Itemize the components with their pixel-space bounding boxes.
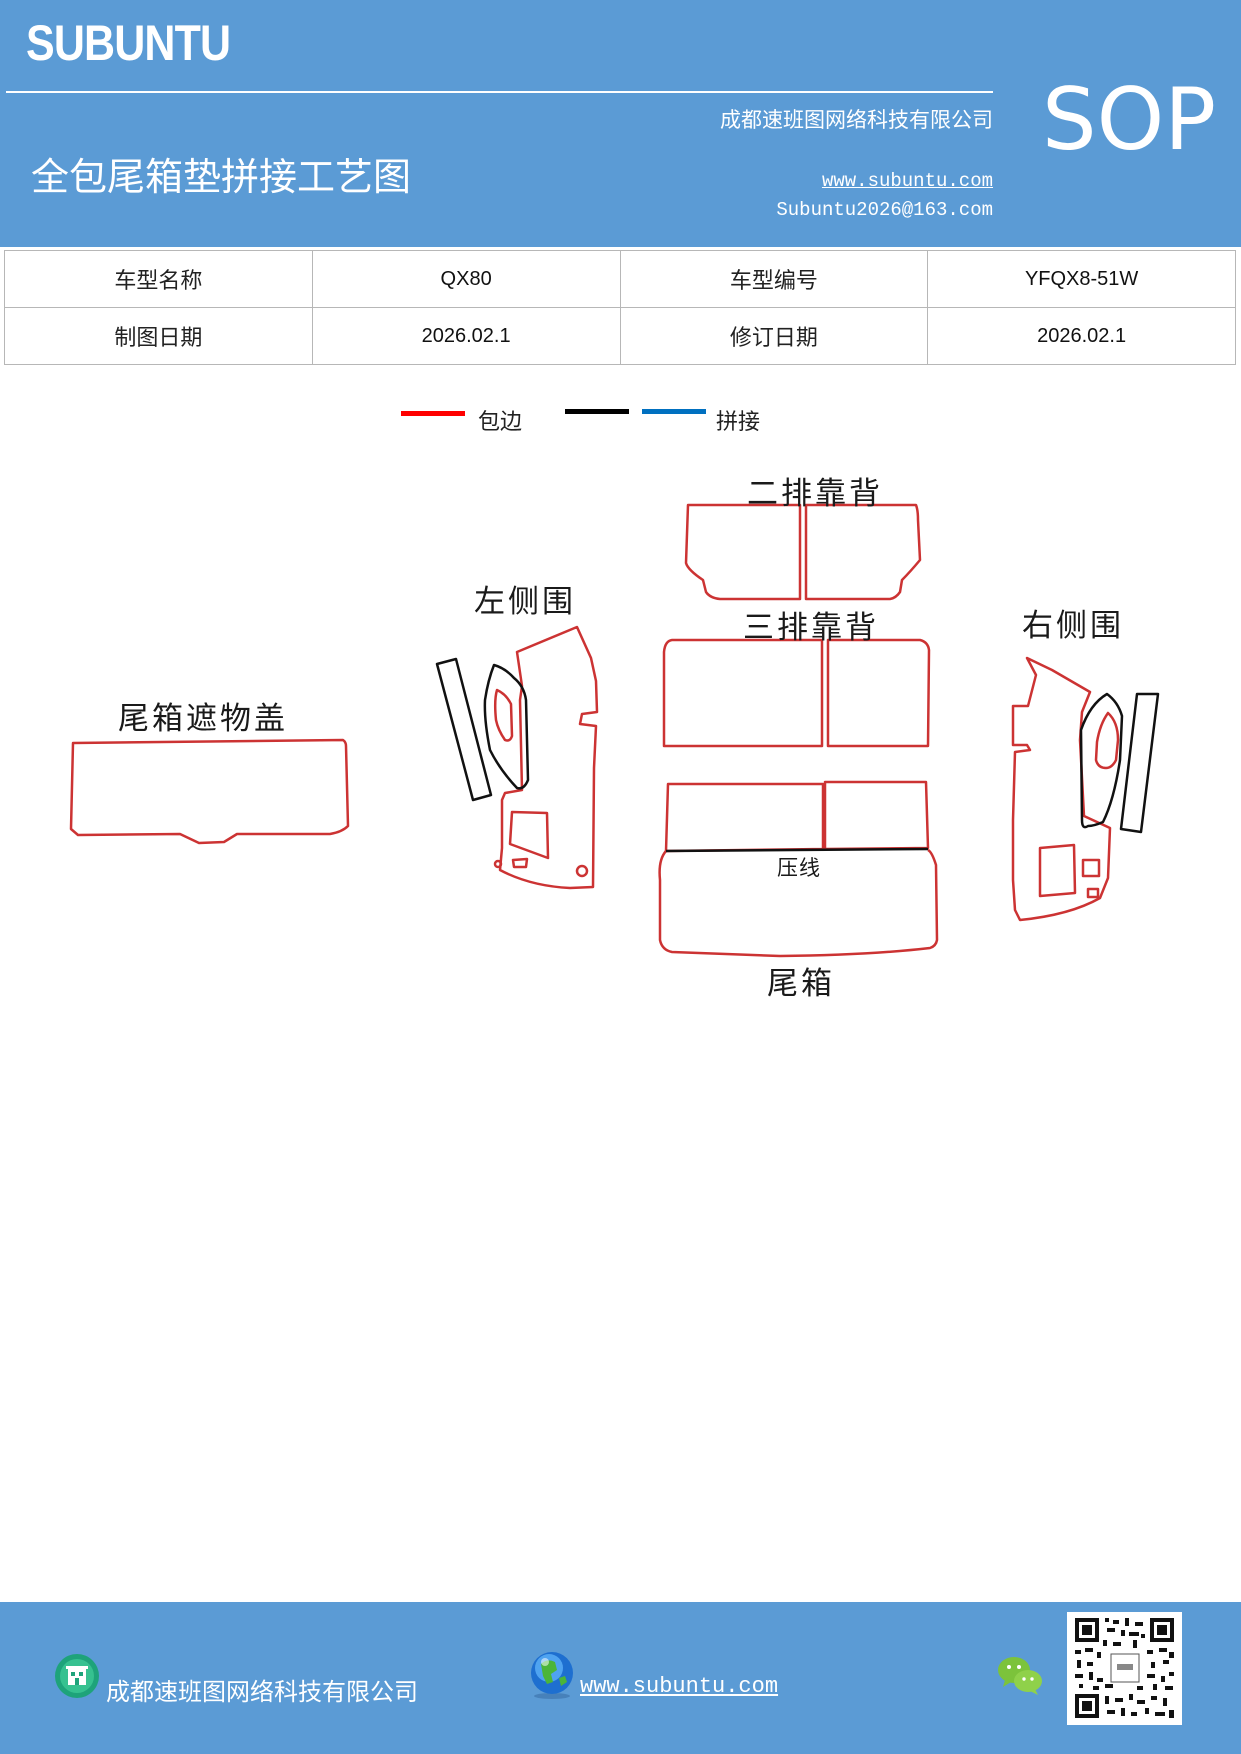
website-link[interactable]: www.subuntu.com — [821, 170, 993, 192]
legend-red-line — [401, 411, 465, 416]
brand-logo: SUBUNTU — [26, 15, 231, 71]
third-row-back-right — [826, 638, 931, 748]
second-row-back-left — [684, 503, 802, 601]
left-side-black-strip — [435, 657, 493, 802]
footer-company-name: 成都速班图网络科技有限公司 — [106, 1678, 418, 1706]
right-side-slot-1 — [1081, 858, 1101, 878]
legend-label-seam: 拼接 — [716, 410, 761, 435]
header-banner: SUBUNTU 成都速班图网络科技有限公司 全包尾箱垫拼接工艺图 www.sub… — [0, 0, 1241, 247]
third-row-back-label: 三排靠背 — [743, 610, 879, 646]
drawing-date-value: 2026.02.1 — [311, 307, 621, 365]
trunk-crease-line — [665, 847, 929, 853]
table-row: 制图日期 2026.02.1 修订日期 2026.02.1 — [4, 307, 1236, 365]
right-side-slot-2 — [1086, 887, 1100, 899]
building-icon — [55, 1654, 99, 1698]
right-side-window-inner — [1094, 711, 1120, 770]
second-row-back-right — [804, 503, 922, 601]
left-side-window-inner — [493, 688, 514, 742]
model-name-value: QX80 — [311, 250, 621, 308]
footer-website-link[interactable]: www.subuntu.com — [580, 1674, 779, 1699]
mat-layout-diagram — [69, 503, 1160, 958]
qr-code — [1067, 1612, 1182, 1725]
cargo-cover-label: 尾箱遮物盖 — [118, 701, 288, 737]
left-side-window-trim — [483, 663, 530, 790]
footer-banner: 成都速班图网络科技有限公司 www.subuntu.com — [0, 1602, 1241, 1754]
left-side-label: 左侧围 — [474, 584, 576, 620]
company-name: 成都速班图网络科技有限公司 — [720, 108, 993, 132]
third-row-back-left — [662, 638, 824, 748]
crease-label: 压线 — [777, 856, 821, 880]
trunk-label: 尾箱 — [767, 966, 835, 1002]
globe-icon — [531, 1652, 573, 1699]
page-title: 全包尾箱垫拼接工艺图 — [31, 155, 412, 199]
right-side-label: 右侧围 — [1022, 608, 1124, 644]
right-side-window-trim — [1079, 692, 1124, 829]
legend-black-line — [565, 409, 629, 414]
legend-label-edge: 包边 — [478, 410, 523, 435]
right-side-pocket — [1038, 843, 1077, 898]
right-side-outline — [1011, 656, 1112, 922]
legend-blue-line — [642, 409, 706, 414]
table-row: 车型名称 QX80 车型编号 YFQX8-51W — [4, 250, 1236, 308]
drawing-date-label: 制图日期 — [4, 307, 313, 365]
right-side-black-strip — [1119, 692, 1160, 834]
wechat-icon — [998, 1657, 1042, 1695]
sop-badge: SOP — [1042, 70, 1217, 170]
left-side-pocket — [508, 810, 550, 860]
trunk-upper-right — [823, 780, 930, 851]
trunk-lower — [658, 848, 939, 958]
model-name-label: 车型名称 — [4, 250, 313, 308]
model-code-label: 车型编号 — [619, 250, 929, 308]
second-row-back-label: 二排靠背 — [747, 476, 883, 512]
vehicle-info-table: 车型名称 QX80 车型编号 YFQX8-51W 制图日期 2026.02.1 … — [4, 250, 1236, 365]
revision-date-label: 修订日期 — [619, 307, 929, 365]
left-side-slot — [511, 857, 529, 869]
trunk-upper-left — [664, 782, 825, 853]
revision-date-value: 2026.02.1 — [927, 307, 1236, 365]
cargo-cover-outline — [69, 738, 350, 845]
model-code-value: YFQX8-51W — [927, 250, 1236, 308]
header-divider — [6, 91, 993, 93]
left-side-outline — [498, 625, 599, 890]
email-address: Subuntu2026@163.com — [776, 199, 993, 221]
